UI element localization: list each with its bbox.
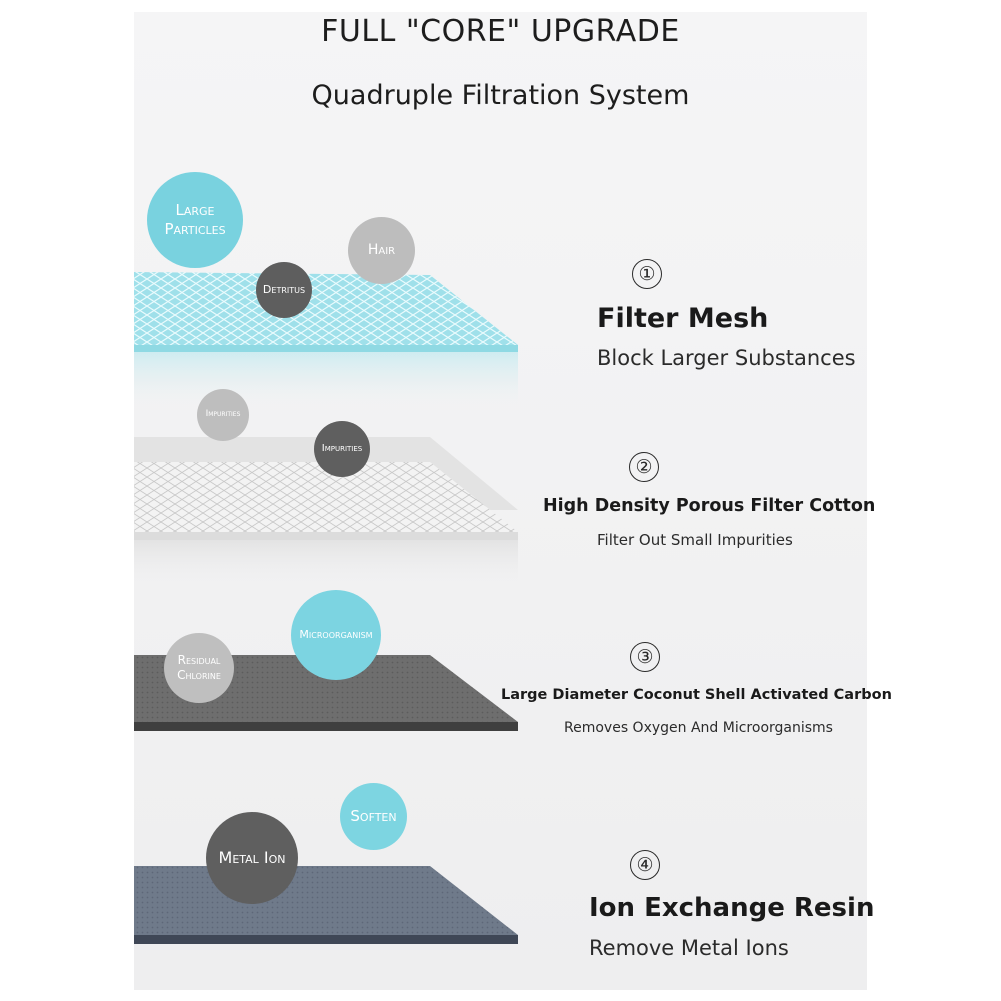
- layer-1-filter-mesh: [134, 272, 518, 412]
- bubble-impurities-dark: Impurities: [314, 421, 370, 477]
- layer-2-filter-cotton: [134, 437, 518, 590]
- step-2-number: ②: [629, 452, 659, 482]
- step-2-name: High Density Porous Filter Cotton: [543, 496, 876, 516]
- step-4-number: ④: [630, 850, 660, 880]
- step-1-description: Block Larger Substances: [597, 346, 856, 370]
- bubble-large-particles: Large Particles: [147, 172, 243, 268]
- bubble-residual-chlorine: Residual Chlorine: [164, 633, 234, 703]
- bubble-hair: Hair: [348, 217, 415, 284]
- bubble-microorganism: Microorganism: [291, 590, 381, 680]
- step-1-number: ①: [632, 259, 662, 289]
- step-3-number: ③: [630, 642, 660, 672]
- step-2-description: Filter Out Small Impurities: [597, 531, 793, 549]
- bubble-soften: Soften: [340, 783, 407, 850]
- step-3-name: Large Diameter Coconut Shell Activated C…: [501, 687, 892, 703]
- page-subtitle: Quadruple Filtration System: [311, 80, 690, 111]
- step-4-description: Remove Metal Ions: [589, 936, 789, 960]
- bubble-impurities-light: Impurities: [197, 389, 249, 441]
- step-4-name: Ion Exchange Resin: [589, 893, 875, 923]
- page-title: FULL "CORE" UPGRADE: [321, 14, 680, 49]
- bubble-detritus: Detritus: [256, 262, 312, 318]
- step-3-description: Removes Oxygen And Microorganisms: [564, 720, 833, 736]
- step-1-name: Filter Mesh: [597, 303, 769, 334]
- layer-4-ion-exchange-resin: [134, 866, 518, 944]
- bubble-metal-ion: Metal Ion: [206, 812, 298, 904]
